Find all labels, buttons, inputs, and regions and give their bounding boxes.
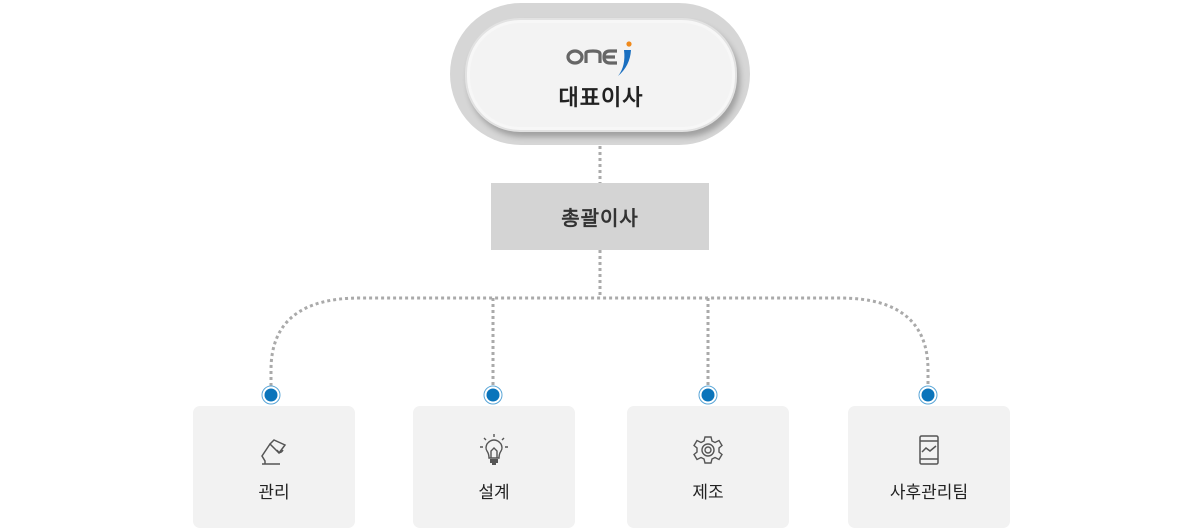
- ceo-title: 대표이사: [558, 86, 644, 111]
- dept-card-manufacturing: 제조: [627, 406, 789, 528]
- dept-card-admin: 관리: [193, 406, 355, 528]
- general-manager-title: 총괄이사: [561, 206, 639, 230]
- dept-label: 사후관리팀: [889, 483, 969, 503]
- desk-lamp-icon: [261, 439, 287, 465]
- dot-after-service: [918, 385, 938, 405]
- dept-label: 관리: [258, 483, 290, 503]
- lightbulb-icon: [480, 434, 508, 465]
- dept-label: 설계: [478, 483, 510, 503]
- dept-card-after-service: 사후관리팀: [848, 406, 1010, 528]
- dot-manufacturing: [698, 385, 718, 405]
- dot-design: [483, 385, 503, 405]
- connector-dots: [261, 385, 938, 405]
- gear-icon: [693, 436, 723, 464]
- dept-label: 제조: [692, 483, 724, 503]
- connector-branch: [269, 296, 930, 386]
- onej-logo: [566, 41, 632, 76]
- ceo-node: [465, 18, 737, 132]
- dept-card-design: 설계: [413, 406, 575, 528]
- mobile-chart-icon: [919, 435, 939, 465]
- general-manager-node: 총괄이사: [491, 183, 709, 250]
- dot-admin: [261, 385, 281, 405]
